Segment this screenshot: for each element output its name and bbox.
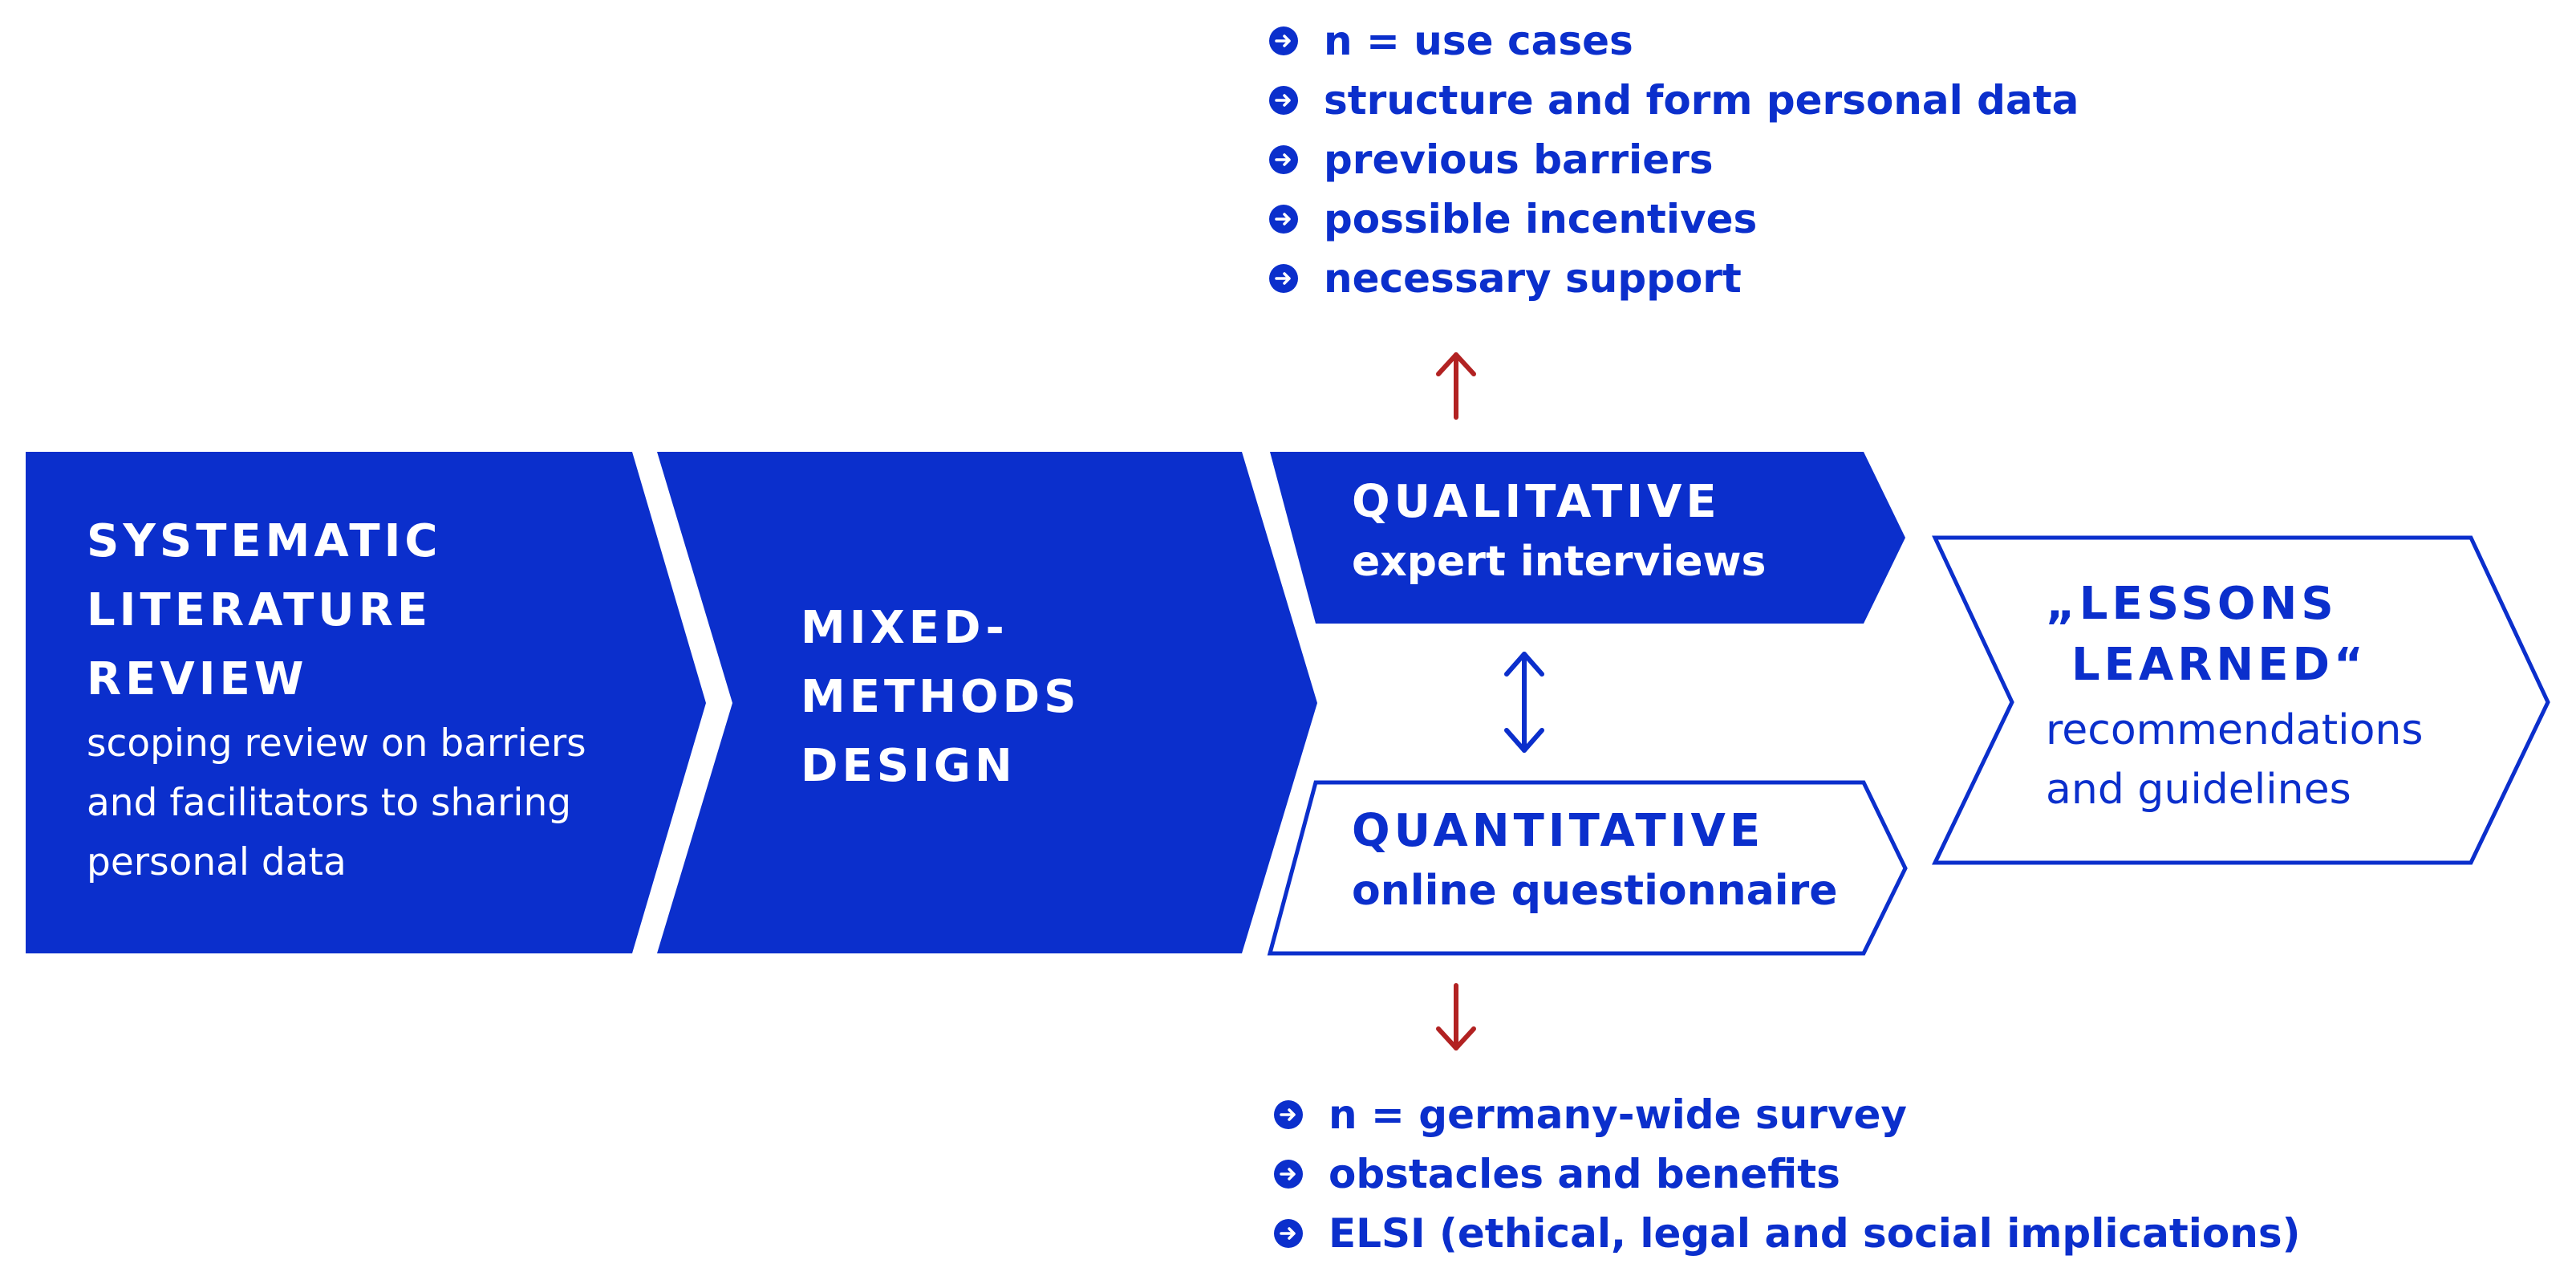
list-item: structure and form personal data (1269, 71, 2079, 130)
lessons-learned-title: „LESSONS LEARNED“ (2046, 574, 2367, 696)
title-line: DESIGN (801, 740, 1016, 792)
mixed-methods-title: MIXED- METHODS DESIGN (801, 594, 1080, 801)
qualitative-subtitle: expert interviews (1352, 538, 1767, 586)
circled-right-arrow-icon (1274, 1160, 1303, 1189)
quantitative-subtitle: online questionnaire (1352, 867, 1838, 915)
list-item-label: structure and form personal data (1324, 77, 2079, 124)
list-item: n = use cases (1269, 11, 2079, 71)
systematic-review-title: SYSTEMATIC LITERATURE REVIEW (87, 507, 442, 714)
quantitative-title: QUANTITATIVE (1352, 805, 1765, 857)
title-line: MIXED- (801, 602, 1008, 654)
description-line: recommendations (2046, 706, 2424, 754)
list-item-label: necessary support (1324, 255, 1742, 302)
list-item: n = germany-wide survey (1274, 1085, 2300, 1144)
title-line: METHODS (801, 671, 1081, 723)
list-item-label: n = use cases (1324, 18, 1633, 64)
circled-right-arrow-icon (1274, 1219, 1303, 1248)
circled-right-arrow-icon (1269, 145, 1298, 174)
circled-right-arrow-icon (1269, 205, 1298, 234)
description-line: personal data (87, 840, 347, 884)
list-item: necessary support (1269, 249, 2079, 308)
description-line: and facilitators to sharing (87, 781, 572, 825)
systematic-review-description: scoping review on barriers and facilitat… (87, 714, 586, 892)
title-line: SYSTEMATIC (87, 515, 442, 567)
description-line: scoping review on barriers (87, 721, 586, 766)
up-down-arrow-icon (1504, 652, 1544, 753)
circled-right-arrow-icon (1269, 26, 1298, 55)
title-line: REVIEW (87, 653, 308, 705)
list-item-label: ELSI (ethical, legal and social implicat… (1329, 1210, 2301, 1257)
systematic-review-chevron (26, 452, 706, 953)
circled-right-arrow-icon (1269, 264, 1298, 293)
lessons-learned-chevron (1932, 535, 2550, 865)
list-item: ELSI (ethical, legal and social implicat… (1274, 1204, 2300, 1263)
circled-right-arrow-icon (1274, 1100, 1303, 1129)
bottom-bullet-list: n = germany-wide survey obstacles and be… (1274, 1085, 2300, 1263)
qualitative-title: QUALITATIVE (1352, 476, 1721, 528)
description-line: and guidelines (2046, 766, 2351, 814)
top-bullet-list: n = use cases structure and form persona… (1269, 11, 2079, 308)
quantitative-chevron (1267, 780, 1908, 956)
circled-right-arrow-icon (1269, 86, 1298, 115)
list-item-label: n = germany-wide survey (1329, 1091, 1907, 1138)
title-line: „LESSONS (2046, 578, 2338, 630)
mixed-methods-chevron (657, 452, 1317, 953)
lessons-learned-description: recommendations and guidelines (2046, 701, 2423, 819)
qualitative-chevron (1270, 452, 1905, 624)
list-item: obstacles and benefits (1274, 1144, 2300, 1204)
list-item: possible incentives (1269, 189, 2079, 249)
title-line: LITERATURE (87, 584, 432, 636)
list-item: previous barriers (1269, 130, 2079, 189)
list-item-label: previous barriers (1324, 136, 1714, 183)
list-item-label: possible incentives (1324, 196, 1758, 242)
list-item-label: obstacles and benefits (1329, 1151, 1840, 1197)
down-arrow-icon (1436, 983, 1476, 1050)
up-arrow-icon (1436, 352, 1476, 420)
title-line: LEARNED“ (2071, 639, 2367, 691)
